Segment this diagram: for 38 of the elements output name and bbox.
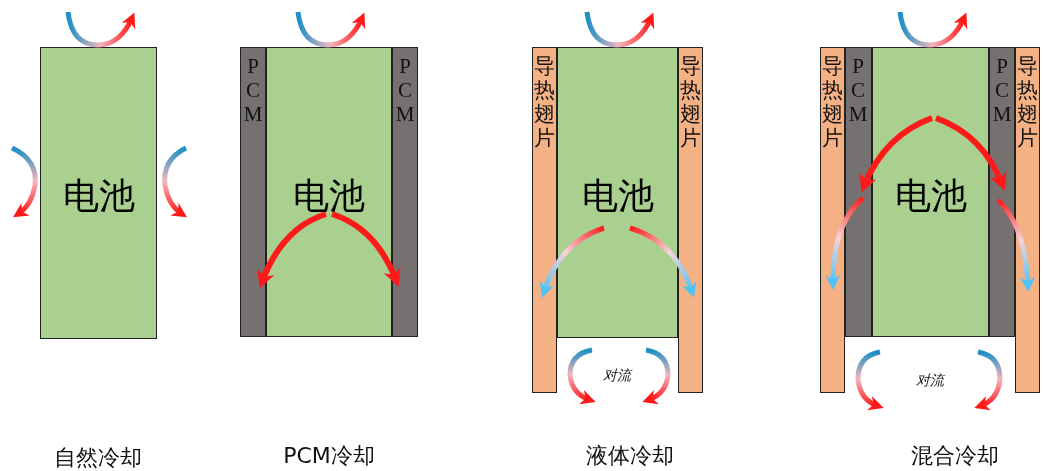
convection-label: 对流: [916, 372, 944, 390]
fin-band: [820, 47, 845, 393]
heat-flow-arrow: [539, 225, 605, 298]
heat-flow-arrow: [996, 198, 1035, 292]
fin-label: 导热翅片: [678, 54, 702, 150]
heat-flow-arrow: [629, 225, 697, 298]
pcm-label: PCM: [242, 54, 264, 126]
heat-flow-arrow: [825, 196, 865, 290]
battery-label: 电池: [581, 173, 654, 218]
pcm-label: PCM: [847, 54, 869, 126]
pcm-label: PCM: [394, 54, 416, 126]
pcm-band: [240, 47, 266, 337]
fin-label: 导热翅片: [532, 54, 556, 150]
battery-box: [266, 47, 392, 337]
heat-flow-arrow: [257, 211, 328, 289]
fin-band: [532, 47, 557, 393]
fin-band: [678, 47, 703, 393]
heat-flow-arrow: [934, 115, 1007, 191]
pcm-band: [392, 47, 418, 337]
caption: 混合冷却: [911, 442, 999, 470]
fin-label: 导热翅片: [820, 54, 844, 150]
battery-box: [557, 47, 678, 338]
caption: 液体冷却: [586, 442, 674, 470]
fin-band: [1015, 47, 1040, 393]
caption: 自然冷却: [54, 444, 142, 471]
battery-label: 电池: [62, 173, 135, 218]
convection-label: 对流: [603, 367, 631, 385]
battery-label: 电池: [894, 173, 967, 218]
fin-label: 导热翅片: [1015, 54, 1039, 150]
heat-flow-arrow: [860, 115, 934, 193]
battery-label: 电池: [293, 173, 365, 218]
heat-flow-arrow: [331, 211, 401, 287]
pcm-label: PCM: [991, 54, 1013, 126]
battery-box: [872, 47, 989, 337]
pcm-band: [989, 47, 1015, 337]
caption: PCM冷却: [283, 442, 375, 470]
battery-box: [40, 47, 157, 339]
pcm-band: [845, 47, 872, 337]
